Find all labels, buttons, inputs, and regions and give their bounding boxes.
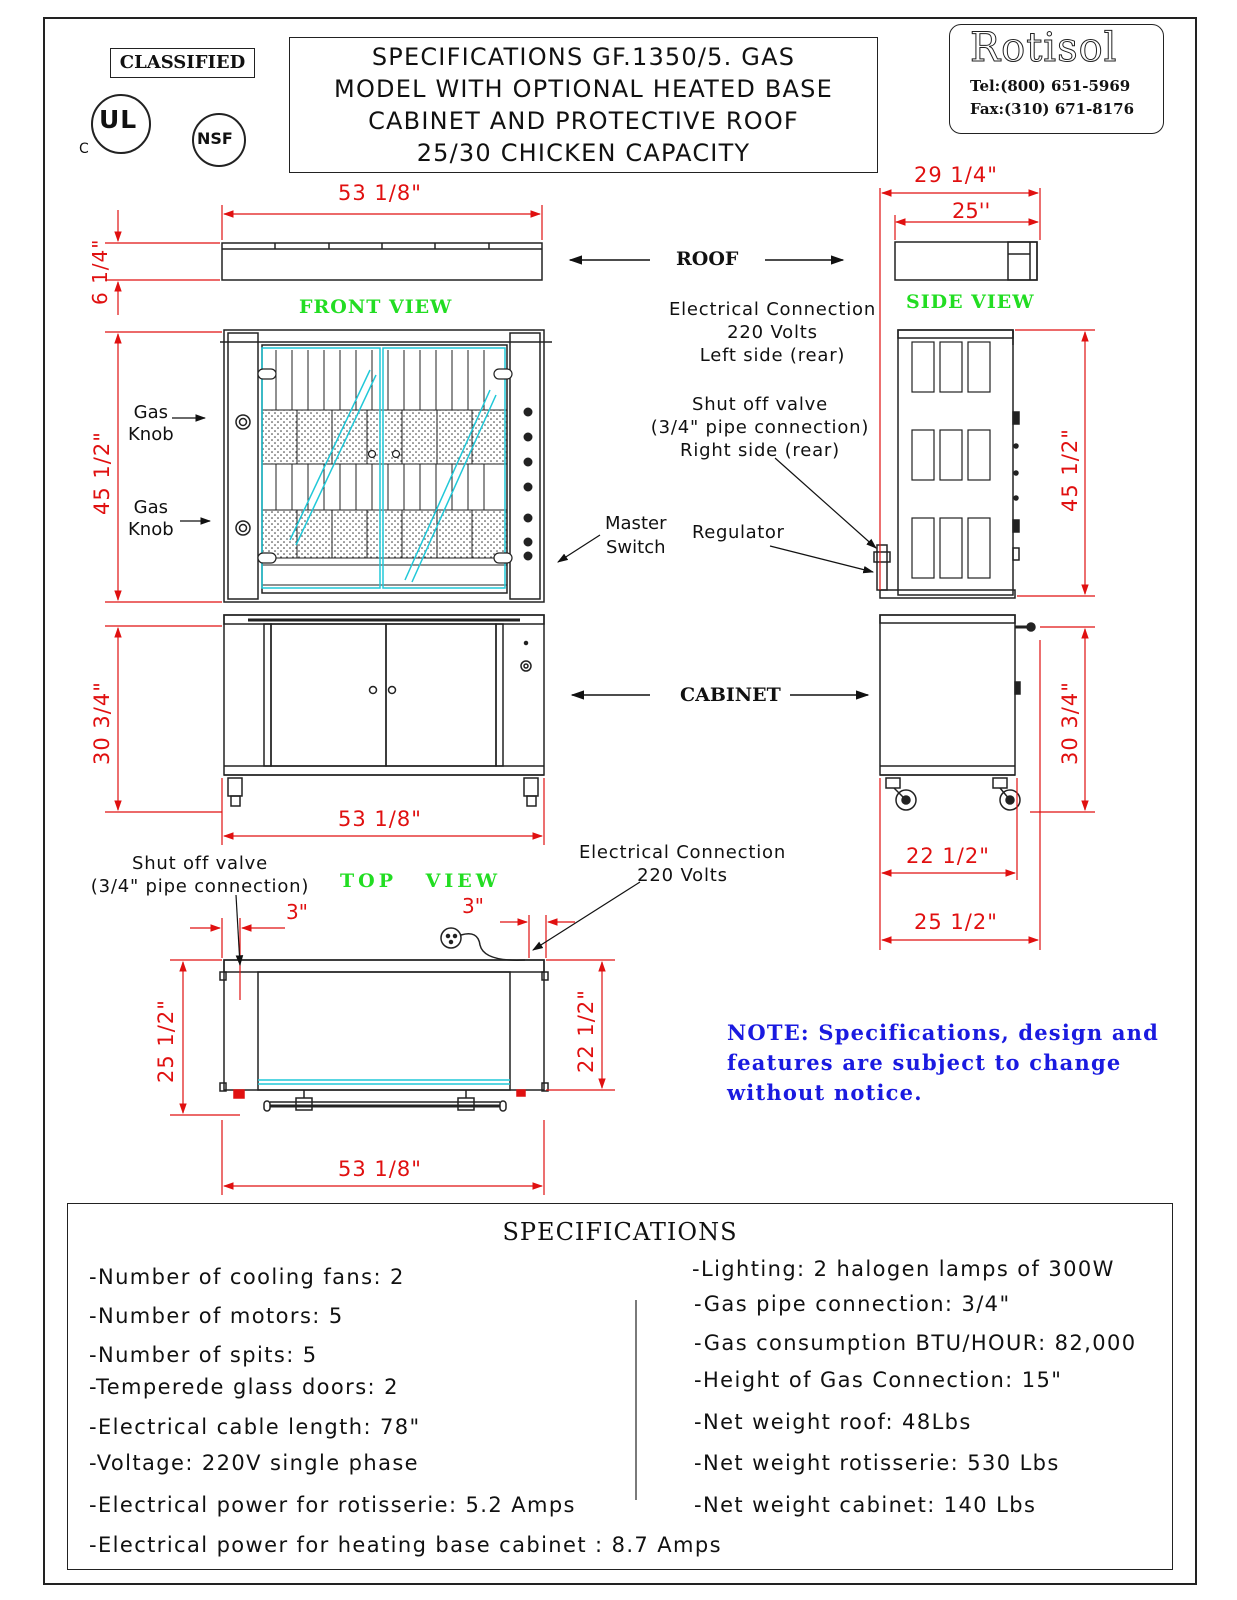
rotisol-contact-box: Rotisol Tel:(800) 651-5969 Fax:(310) 671… [949,24,1164,134]
dim-front-height: 45 1/2" [90,431,114,515]
dim-roof-height: 6 1/4" [88,238,112,305]
spec-right-4: -Height of Gas Connection: 15" [694,1368,1063,1392]
dim-front-roof-width: 53 1/8" [338,181,422,205]
spec-left-7: -Electrical power for rotisserie: 5.2 Am… [89,1493,576,1517]
dim-top-depth-left: 25 1/2" [154,999,178,1083]
title-line-3: CABINET AND PROTECTIVE ROOF [368,107,799,135]
specifications-box: SPECIFICATIONS [67,1203,1173,1570]
spec-left-3: -Number of spits: 5 [89,1343,318,1367]
spec-right-6: -Net weight rotisserie: 530 Lbs [694,1451,1060,1475]
dim-top-offset-right: 3" [462,894,484,918]
ul-logo-text: UL [99,105,138,134]
spec-left-2: -Number of motors: 5 [89,1304,344,1328]
shutoff-side-label: Shut off valve (3/4" pipe connection) Ri… [650,394,870,461]
dim-top-width: 53 1/8" [338,1157,422,1181]
spec-right-7: -Net weight cabinet: 140 Lbs [694,1493,1037,1517]
dim-top-depth-right: 22 1/2" [574,989,598,1073]
dim-side-roof-width: 25'' [952,199,991,223]
contact-tel: Tel:(800) 651-5969 [970,77,1131,95]
top-view-label: TOP VIEW [340,870,502,892]
spec-left-5: -Electrical cable length: 78" [89,1415,421,1439]
nsf-logo-text: NSF [197,129,233,148]
classified-label: CLASSIFIED [110,48,255,78]
spec-left-6: -Voltage: 220V single phase [89,1451,420,1475]
shutoff-top-label: Shut off valve (3/4" pipe connection) [90,853,310,897]
ul-c-text: C [79,141,89,157]
master-switch-label: Master Switch [605,513,667,558]
dim-cabinet-height: 30 3/4" [90,681,114,765]
title-line-2: MODEL WITH OPTIONAL HEATED BASE [334,75,833,103]
spec-right-5: -Net weight roof: 48Lbs [694,1410,972,1434]
spec-left-1: -Number of cooling fans: 2 [89,1265,405,1289]
dim-side-height: 45 1/2" [1058,428,1082,512]
regulator-label: Regulator [692,522,785,543]
nsf-logo-icon [192,113,246,167]
dim-side-total-width: 29 1/4" [914,163,998,187]
electrical-side-label: Electrical Connection 220 Volts Left sid… [668,299,877,366]
spec-left-8: -Electrical power for heating base cabin… [89,1533,722,1557]
dim-side-base-width: 25 1/2" [914,910,998,934]
ul-logo-icon [91,94,151,154]
spec-right-2: -Gas pipe connection: 3/4" [694,1292,1011,1316]
title-line-4: 25/30 CHICKEN CAPACITY [416,139,751,167]
title-box: SPECIFICATIONS GF.1350/5. GAS MODEL WITH… [289,37,878,173]
dim-side-cabinet-width: 22 1/2" [906,844,990,868]
gas-knob-label-1: Gas Knob [128,402,174,445]
dim-side-cabinet-height: 30 3/4" [1058,681,1082,765]
dim-cabinet-width: 53 1/8" [338,807,422,831]
contact-fax: Fax:(310) 671-8176 [970,100,1135,118]
specifications-title: SPECIFICATIONS [502,1218,738,1246]
title-line-1: SPECIFICATIONS GF.1350/5. GAS [371,43,796,71]
spec-right-1: -Lighting: 2 halogen lamps of 300W [692,1257,1115,1281]
disclaimer-note: NOTE: Specifications, design and feature… [727,1020,1160,1105]
brand-logo: Rotisol [969,25,1118,72]
front-view-label: FRONT VIEW [299,296,453,318]
roof-label: ROOF [676,248,739,270]
spec-right-3: -Gas consumption BTU/HOUR: 82,000 [694,1331,1137,1355]
spec-left-4: -Temperede glass doors: 2 [89,1375,399,1399]
side-view-label: SIDE VIEW [906,291,1035,313]
sheet-border [43,17,1197,1585]
electrical-top-label: Electrical Connection 220 Volts [578,842,787,886]
cabinet-label: CABINET [680,684,781,706]
dim-top-offset-left: 3" [286,900,308,924]
gas-knob-label-2: Gas Knob [128,497,174,540]
